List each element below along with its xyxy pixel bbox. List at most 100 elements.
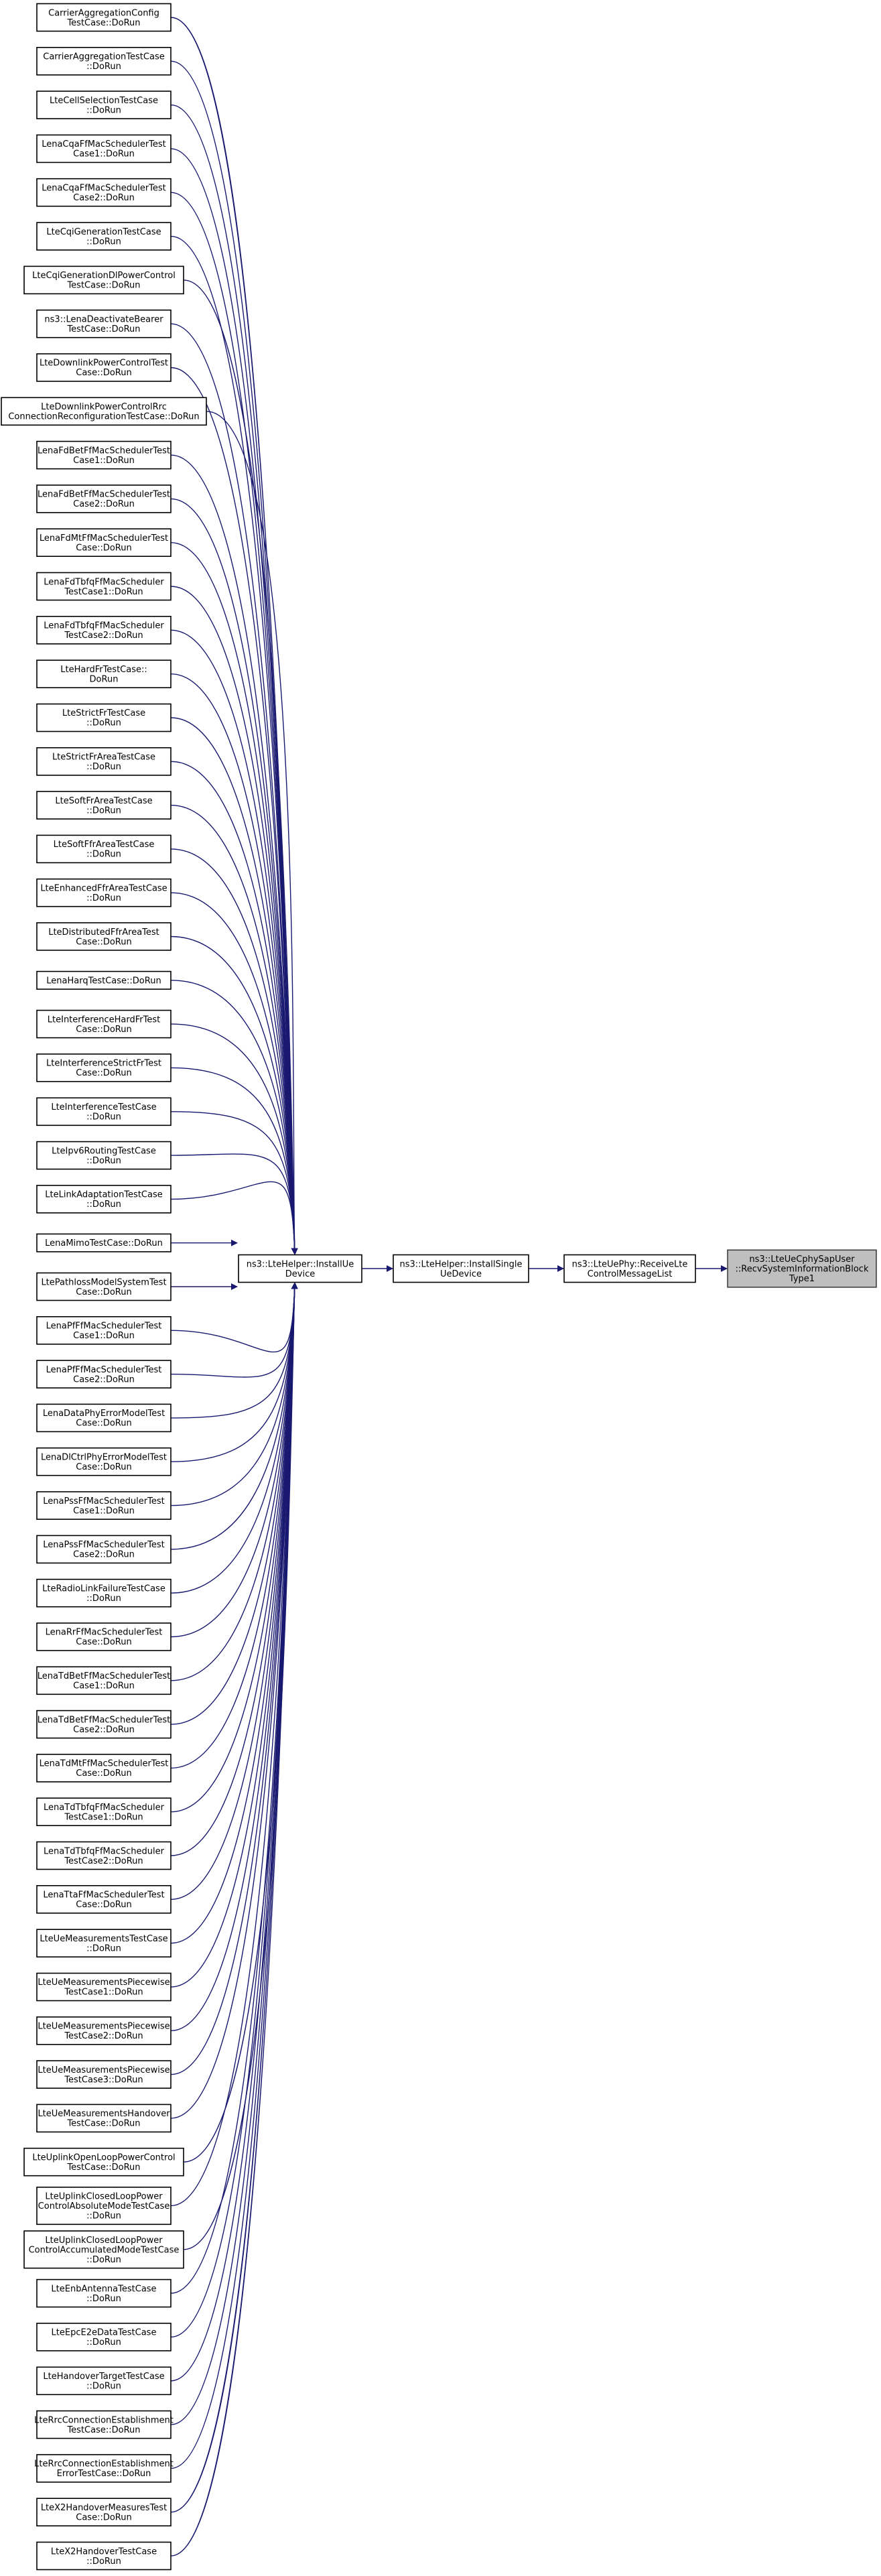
caller-node[interactable]: LteLinkAdaptationTestCase::DoRun [36,1185,172,1214]
node-box [36,353,172,382]
node-box [36,222,172,251]
caller-node[interactable]: LteRrcConnectionEstablishmentErrorTestCa… [34,2454,174,2483]
caller-node[interactable]: LteInterferenceTestCase::DoRun [36,1097,172,1126]
caller-node[interactable]: LteIpv6RoutingTestCase::DoRun [36,1141,172,1170]
node-label-line: TestCase::DoRun [66,2425,140,2435]
node-label-line: LenaPfFfMacSchedulerTest [46,1365,162,1375]
node-label-line: Case::DoRun [76,1287,131,1297]
node-label-line: LteInterferenceStrictFrTest [46,1059,161,1069]
caller-node[interactable]: LteCqiGenerationTestCase::DoRun [36,222,172,251]
node-label-line: TestCase2::DoRun [64,1856,143,1866]
caller-node[interactable]: LteUplinkClosedLoopPowerControlAccumulat… [23,2230,184,2269]
caller-node[interactable]: LteEnhancedFfrAreaTestCase::DoRun [36,878,172,907]
caller-node[interactable]: LteDownlinkPowerControlRrcConnectionReco… [1,397,207,426]
node-label-line: Case::DoRun [76,1637,131,1647]
caller-node[interactable]: LteUplinkClosedLoopPowerControlAbsoluteM… [36,2187,172,2226]
node-box [36,1403,172,1433]
function-node-receiveLte[interactable]: ns3::LteUePhy::ReceiveLteControlMessageL… [563,1254,696,1283]
caller-node[interactable]: LteCqiGenerationDlPowerControlTestCase::… [23,265,184,295]
node-label-line: ::DoRun [86,1112,121,1122]
caller-edge [170,804,298,1255]
caller-node[interactable]: LteSoftFfrAreaTestCase::DoRun [36,834,172,864]
caller-node[interactable]: LteUeMeasurementsPiecewiseTestCase3::DoR… [36,2060,172,2089]
node-label-line: TestCase::DoRun [66,281,140,291]
node-box [36,1578,172,1608]
node-box [36,2016,172,2045]
node-label-line: LteSoftFrAreaTestCase [55,796,152,806]
caller-node[interactable]: LteHandoverTargetTestCase::DoRun [36,2366,172,2396]
caller-node[interactable]: LteStrictFrAreaTestCase::DoRun [36,747,172,776]
node-label-line: ::DoRun [86,1943,121,1953]
node-label-line: LenaFdMtFfMacSchedulerTest [40,533,168,543]
node-box [36,1841,172,1870]
caller-node[interactable]: LenaHarqTestCase::DoRun [36,970,172,990]
caller-node[interactable]: LteRrcConnectionEstablishmentTestCase::D… [34,2410,174,2439]
node-label-line: LenaFdBetFfMacSchedulerTest [38,490,170,500]
caller-node[interactable]: LteUeMeasurementsPiecewiseTestCase1::DoR… [36,1972,172,2002]
node-label-line: Case::DoRun [76,368,131,378]
node-box [727,1249,877,1288]
caller-node[interactable]: CarrierAggregationTestCase::DoRun [36,47,172,76]
caller-node[interactable]: LenaMimoTestCase::DoRun [36,1233,172,1252]
caller-edge [170,60,298,1255]
node-label-line: CarrierAggregationConfig [48,8,159,18]
caller-node[interactable]: LteCellSelectionTestCase::DoRun [36,90,172,119]
node-box [36,1009,172,1039]
node-label-line: LenaFdTbfqFfMacScheduler [44,577,164,587]
node-label-line: Case::DoRun [76,2512,131,2522]
caller-node[interactable]: LteSoftFrAreaTestCase::DoRun [36,791,172,820]
caller-node[interactable]: LteStrictFrTestCase::DoRun [36,703,172,732]
caller-node[interactable]: LteUeMeasurementsPiecewiseTestCase2::DoR… [36,2016,172,2045]
caller-node[interactable]: LteRadioLinkFailureTestCase::DoRun [36,1578,172,1608]
node-label-line: ::DoRun [86,2211,121,2221]
caller-node[interactable]: LteEpcE2eDataTestCase::DoRun [36,2323,172,2352]
node-label-line: LteUeMeasurementsHandover [38,2109,170,2119]
node-label-line: ::DoRun [86,762,121,772]
node-label-line: LenaPssFfMacSchedulerTest [43,1496,164,1506]
node-label-line: Case1::DoRun [73,1681,135,1691]
root-function-node: ns3::LteUeCphySapUser::RecvSystemInforma… [727,1249,877,1288]
node-label-line: DoRun [90,674,119,684]
node-label-line: ::DoRun [86,2255,121,2265]
caller-edge [206,411,298,1255]
caller-node[interactable]: LteHardFrTestCase::DoRun [36,659,172,689]
caller-node[interactable]: LteEnbAntennaTestCase::DoRun [36,2278,172,2308]
caller-edge [170,498,298,1255]
caller-node[interactable]: LteX2HandoverTestCase::DoRun [36,2541,172,2571]
caller-edge [170,148,298,1255]
node-label-line: LteHandoverTargetTestCase [43,2372,164,2382]
caller-node[interactable]: LteUeMeasurementsTestCase::DoRun [36,1929,172,1957]
caller-node[interactable]: LteUplinkOpenLoopPowerControlTestCase::D… [23,2147,184,2177]
